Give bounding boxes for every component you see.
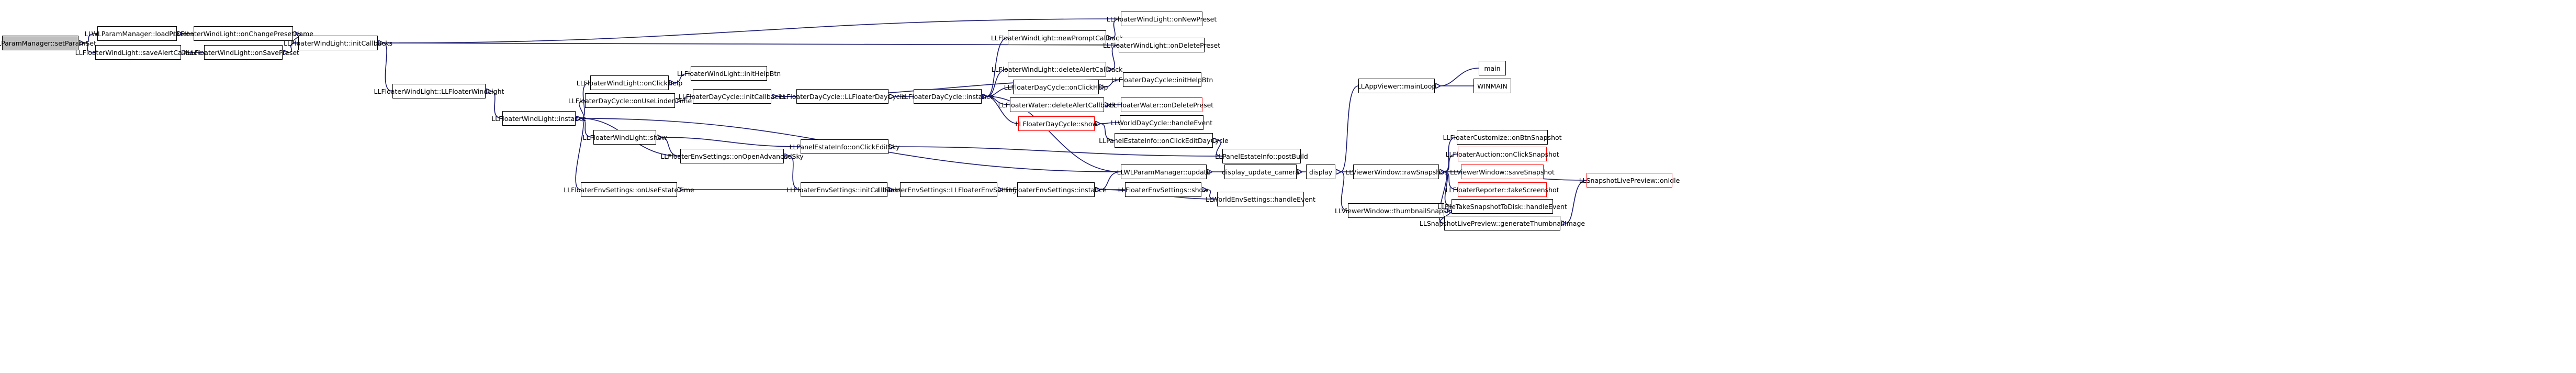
node-llfloaterenvsettings-llfloaterenvsettings[interactable]: LLFloaterEnvSettings::LLFloaterEnvSettin… [878,182,1020,197]
node-llfloatercustomize-onbtnsnapshot[interactable]: LLFloaterCustomize::onBtnSnapshot [1443,130,1562,145]
node-llfloaterwindlight-onchangepresetname[interactable]: LLFloaterWindLight::onChangePresetName [173,26,313,41]
node-llsnapshotlivepreview-generatethumbnailimage[interactable]: LLSnapshotLivePreview::generateThumbnail… [1420,216,1585,231]
node-llfloaterenvsettings-onuseestatetime[interactable]: LLFloaterEnvSettings::onUseEstateTime [564,182,694,197]
node-display-update-camera[interactable]: display_update_camera [1222,164,1299,179]
edge-env_onUseEstateTime-to-wl_instance [575,118,584,190]
edge-fa_onClickSnapshot-to-vw_rawSnapshot [1444,153,1458,172]
node-llpaneleestateinfo-onclickeditdaycycle[interactable]: LLPanelEstateInfo::onClickEditDayCycle [1099,133,1229,148]
edge-fc_onBtnSnapshot-to-vw_rawSnapshot [1444,137,1457,172]
edge-dc_onUseLindenTime-to-wl_instance [579,100,586,118]
node-llfloaterdaycycle-show[interactable]: LLFloaterDayCycle::show [1015,116,1098,131]
edge-wl_initHelpBtn-to-wl_onClickHelp [674,73,691,83]
edge-wl_initCallbacks-to-onSavePreset [288,42,299,52]
node-llfloaterwater-deletealertcallback[interactable]: LLFloaterWater::deleteAlertCallback [998,97,1116,112]
node-llwlparammanager-update[interactable]: LLWLParamManager::update [1117,164,1210,179]
node-llviewerwindow-thumbnailsnapshot[interactable]: LLViewerWindow::thumbnailSnapshot [1335,203,1457,218]
edge-wl_newPromptCallback-to-dc_instance [987,37,1008,96]
edge-wl_instance-to-wl_ctor [491,91,503,119]
edge-pei_postBuild-to-pei_onClickEditDayCycle [1217,140,1223,157]
node-llfloaterenvsettings-show[interactable]: LLFloaterEnvSettings::show [1118,182,1208,197]
node-llfloaterwindlight-onclickhelp[interactable]: LLFloaterWindLight::onClickHelp [577,75,682,90]
edge-pei_onClickEditDayCycle-to-dc_show [1100,124,1115,141]
node-llviewerwindow-savesnapshot[interactable]: LLViewerWindow::saveSnapshot [1450,164,1555,179]
node-llviewerwindow-rawsnapshot[interactable]: LLViewerWindow::rawSnapshot [1345,164,1447,179]
edge-wl_show-to-wl_instance [581,118,594,138]
node-llfloaterwindlight-deletealertcallback[interactable]: LLFloaterWindLight::deleteAlertCallback [992,62,1122,76]
edge-wl_deleteAlertCallback-to-dc_instance [987,69,1008,96]
edge-wl_onNewPreset-to-wl_newPromptCallback [1111,18,1121,38]
edge-main-to-app_mainLoop [1440,68,1479,86]
edge-slp_generateThumbnailImage-to-vw_rawSnapshot [1438,172,1447,224]
node-llfloaterenvsettings-instance[interactable]: LLFloaterEnvSettings::instance [1005,182,1107,197]
node-llfloaterdaycycle-onuselindentime[interactable]: LLFloaterDayCycle::onUseLindenTime [568,93,692,108]
edge-wlpm_update-to-env_instance [1100,171,1121,190]
node-llwlparammanager-setparamset: LLWLParamManager::setParamSet [0,36,96,50]
edge-wl_onDeletePreset-to-wl_initCallbacks [383,43,1119,45]
node-llfloaterenvsettings-initcallbacks[interactable]: LLFloaterEnvSettings::initCallbacks [786,182,902,197]
node-llfloaterdaycycle-onclickhelp[interactable]: LLFloaterDayCycle::onClickHelp [1004,80,1108,94]
node-llworldenvsettings-handleevent[interactable]: LLWorldEnvSettings::handleEvent [1206,192,1315,206]
node-llfloaterwindlight-ondeletepreset[interactable]: LLFloaterWindLight::onDeletePreset [1103,38,1220,52]
node-winmain[interactable]: WINMAIN [1473,79,1511,93]
edge-app_mainLoop-to-display [1341,85,1359,172]
node-llpaneleestateinfo-onclickeditsky[interactable]: LLPanelEstateInfo::onClickEditSky [790,139,900,154]
node-main[interactable]: main [1479,61,1506,75]
node-llfloaterauction-onclicksnapshot[interactable]: LLFloaterAuction::onClickSnapshot [1445,147,1559,161]
node-llfloaterwindlight-onsavepreset[interactable]: LLFloaterWindLight::onSavePreset [187,45,299,60]
edge-wl_onDeletePreset-to-wl_deleteAlertCallback [1111,45,1119,69]
node-llpaneleestateinfo-postbuild[interactable]: LLPanelEstateInfo::postBuild [1215,149,1308,163]
edge-saveAlertCallback-to-root [84,43,96,53]
node-llfiletakesnapshottodisk-handleevent[interactable]: LLFileTakeSnapshotToDisk::handleEvent [1437,199,1567,214]
node-llfloaterdaycycle-initcallbacks[interactable]: LLFloaterDayCycle::initCallbacks [679,89,785,104]
edge-wlpm_update-to-dc_instance [987,96,1121,172]
edge-pei_postBuild-to-pei_onClickEditSky [894,147,1223,157]
node-llfloaterwindlight-savealertcallback[interactable]: LLFloaterWindLight::saveAlertCallback [75,45,201,60]
edge-wl_onNewPreset-to-wl_initCallbacks [383,18,1121,43]
edge-fr_takeScreenshot-to-vw_rawSnapshot [1444,172,1458,190]
node-llfloaterwindlight-newpromptcallback[interactable]: LLFloaterWindLight::newPromptCallback [991,30,1123,45]
edge-dc_initCallbacks-to-dc_onUseLindenTime [680,96,693,101]
edge-env_onOpenAdvancedSky-to-wl_show [661,137,681,157]
node-llfloaterenvsettings-onopenadvancedsky[interactable]: LLFloaterEnvSettings::onOpenAdvancedSky [660,149,804,163]
node-llfloaterreporter-takescreenshot[interactable]: LLFloaterReporter::takeScreenshot [1445,182,1559,197]
node-llfloaterdaycycle-instance[interactable]: LLFloaterDayCycle::instance [901,89,994,104]
edge-slp_onIdle-to-slp_generateThumbnailImage [1566,180,1587,223]
node-llfloaterwindlight-instance[interactable]: LLFloaterWindLight::instance [491,111,587,126]
node-llfloaterwindlight-onnewpreset[interactable]: LLFloaterWindLight::onNewPreset [1107,12,1217,26]
node-llfloaterdaycycle-inithelpbtn[interactable]: LLFloaterDayCycle::initHelpBtn [1111,72,1213,87]
edge-wl_initCallbacks-to-onChangePresetName [293,34,301,43]
node-display[interactable]: display [1306,164,1335,179]
edge-wes_handleEvent-to-env_show [1207,190,1218,200]
node-llappviewer-mainloop[interactable]: LLAppViewer::mainLoop [1357,79,1436,93]
node-llwlparammanager-loadpreset[interactable]: LLWLParamManager::loadPreset [85,26,189,41]
node-llfloaterwindlight-llfloaterwindlight[interactable]: LLFloaterWindLight::LLFloaterWindLight [374,84,504,98]
edge-loadPreset-to-root [84,33,98,43]
edge-wl_ctor-to-wl_initCallbacks [383,43,393,92]
node-llfloaterwater-ondeletepreset[interactable]: LLFloaterWater::onDeletePreset [1110,97,1213,112]
edge-dc_show-to-dc_instance [987,96,1019,124]
node-llfloaterwindlight-show[interactable]: LLFloaterWindLight::show [583,130,667,145]
node-llsnapshotlivepreview-onidle[interactable]: LLSnapshotLivePreview::onIdle [1579,173,1680,188]
node-llworlddaycycle-handleevent[interactable]: LLWorldDayCycle::handleEvent [1111,115,1212,130]
edge-pei_onClickEditSky-to-wl_show [661,137,801,147]
node-llfloaterdaycycle-llfloaterdaycycle[interactable]: LLFloaterDayCycle::LLFloaterDayCycle [779,89,906,104]
node-llfloaterwindlight-inithelpbtn[interactable]: LLFloaterWindLight::initHelpBtn [677,66,781,81]
node-llfloaterwindlight-initcallbacks[interactable]: LLFloaterWindLight::initCallbacks [284,36,392,50]
edge-vw_thumbnailSnapshot-to-display [1341,172,1348,211]
edge-env_initCallbacks-to-env_onOpenAdvancedSky [789,156,801,190]
